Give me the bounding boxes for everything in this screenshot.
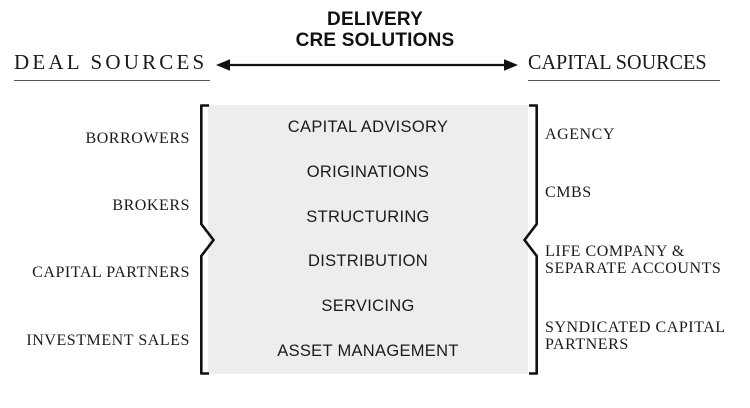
cre-solution-item: DISTRIBUTION xyxy=(307,252,429,271)
capital-sources-list: AGENCY CMBS LIFE COMPANY & SEPARATE ACCO… xyxy=(545,105,750,374)
capital-source-item: AGENCY xyxy=(545,125,615,143)
cre-solution-item: ASSET MANAGEMENT xyxy=(277,342,459,361)
cre-solutions-panel xyxy=(208,105,528,374)
cre-solution-item: ORIGINATIONS xyxy=(306,162,430,181)
left-bracket-icon xyxy=(196,103,216,376)
double-headed-arrow-icon xyxy=(216,57,518,73)
right-bracket-icon xyxy=(522,103,542,376)
cre-solution-item: STRUCTURING xyxy=(306,207,430,226)
delivery-cre-solutions-title: DELIVERY CRE SOLUTIONS xyxy=(295,9,455,51)
heading-underline-left xyxy=(14,80,210,81)
deal-source-item: BROKERS xyxy=(112,197,190,215)
deal-sources-list: BORROWERS BROKERS CAPITAL PARTNERS INVES… xyxy=(0,105,190,374)
heading-underline-right xyxy=(528,80,720,81)
capital-sources-heading: CAPITAL SOURCES xyxy=(528,50,720,81)
capital-sources-heading-label: CAPITAL SOURCES xyxy=(528,50,707,74)
capital-source-item: CMBS xyxy=(545,184,592,201)
deal-sources-heading: DEAL SOURCES xyxy=(14,50,210,81)
cre-solution-item: SERVICING xyxy=(321,297,415,316)
cre-solutions-list: CAPITAL ADVISORY ORIGINATIONS STRUCTURIN… xyxy=(208,105,528,374)
deal-source-item: BORROWERS xyxy=(85,129,190,147)
capital-source-item: LIFE COMPANY & SEPARATE ACCOUNTS xyxy=(545,242,722,278)
deal-source-item: CAPITAL PARTNERS xyxy=(32,264,190,282)
deal-sources-heading-label: DEAL SOURCES xyxy=(14,50,208,74)
capital-source-item: SYNDICATED CAPITAL PARTNERS xyxy=(545,318,726,354)
cre-solution-item: CAPITAL ADVISORY xyxy=(287,117,449,136)
deal-source-item: INVESTMENT SALES xyxy=(26,331,190,349)
